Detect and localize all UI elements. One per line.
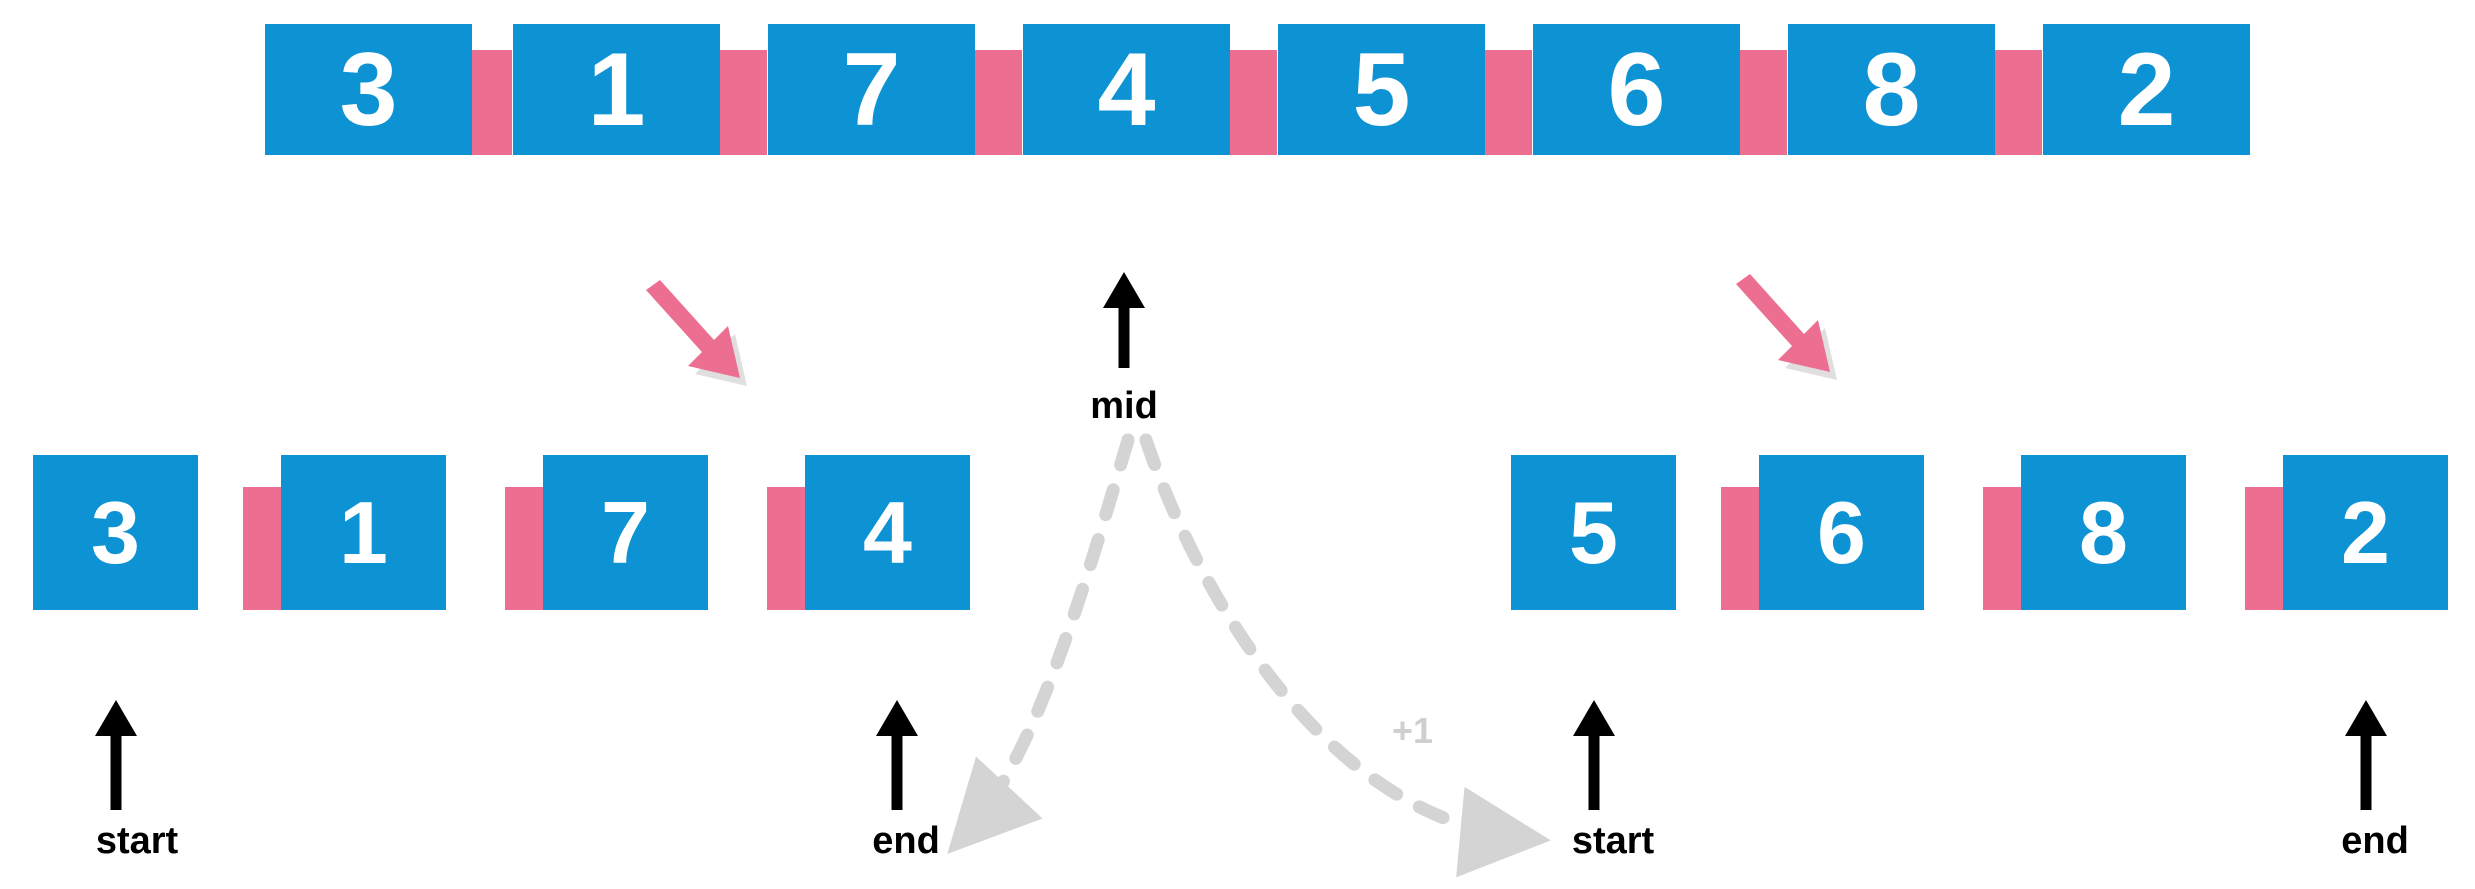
array-cell[interactable]: 8 xyxy=(1788,24,1995,155)
cell-separator xyxy=(1484,50,1532,155)
connector-mid-to-right-start xyxy=(1139,433,1551,878)
array-cell-value: 3 xyxy=(339,31,398,148)
cell-separator xyxy=(1721,487,1759,610)
array-cell-value: 1 xyxy=(339,482,388,582)
array-cell[interactable]: 7 xyxy=(768,24,975,155)
array-cell[interactable]: 3 xyxy=(265,24,472,155)
cell-separator xyxy=(1983,487,2021,610)
array-cell[interactable]: 4 xyxy=(805,455,970,610)
array-cell[interactable]: 4 xyxy=(1023,24,1230,155)
cell-separator xyxy=(2245,487,2283,610)
pointer-label-left-start: start xyxy=(95,820,179,862)
cell-separator xyxy=(767,487,805,610)
array-cell[interactable]: 8 xyxy=(2021,455,2186,610)
array-cell[interactable]: 6 xyxy=(1759,455,1924,610)
split-arrow-right-icon xyxy=(1730,274,1850,396)
cell-separator xyxy=(1994,50,2042,155)
arrow-shaft xyxy=(2360,724,2372,810)
array-cell[interactable]: 2 xyxy=(2043,24,2250,155)
split-arrow-left-icon xyxy=(640,280,760,402)
pointer-arrow-mid xyxy=(1103,272,1145,368)
array-cell-value: 4 xyxy=(863,482,912,582)
array-cell-value: 5 xyxy=(1569,482,1618,582)
array-cell-value: 8 xyxy=(1862,31,1921,148)
array-cell-value: 6 xyxy=(1607,31,1666,148)
arrow-shaft xyxy=(1118,296,1130,368)
cell-separator xyxy=(719,50,767,155)
cell-separator xyxy=(464,50,512,155)
arrow-shaft xyxy=(891,724,903,810)
array-cell-value: 6 xyxy=(1817,482,1866,582)
array-cell[interactable]: 2 xyxy=(2283,455,2448,610)
arrow-shaft xyxy=(1588,724,1600,810)
array-cell-value: 7 xyxy=(601,482,650,582)
cell-separator xyxy=(505,487,543,610)
pointer-arrow-left-end xyxy=(876,700,918,810)
array-cell[interactable]: 7 xyxy=(543,455,708,610)
array-cell[interactable]: 3 xyxy=(33,455,198,610)
array-cell-value: 1 xyxy=(587,31,646,148)
array-cell[interactable]: 5 xyxy=(1278,24,1485,155)
pointer-label-right-start: start xyxy=(1571,820,1655,862)
pointer-label-mid: mid xyxy=(1090,385,1158,427)
cell-separator xyxy=(1739,50,1787,155)
arrow-shaft xyxy=(110,724,122,810)
pointer-arrow-left-start xyxy=(95,700,137,810)
array-cell-value: 7 xyxy=(842,31,901,148)
offset-annotation-label: +1 xyxy=(1392,710,1434,751)
pointer-arrow-right-start xyxy=(1573,700,1615,810)
array-cell[interactable]: 6 xyxy=(1533,24,1740,155)
array-cell-value: 2 xyxy=(2117,31,2176,148)
array-cell[interactable]: 5 xyxy=(1511,455,1676,610)
array-cell[interactable]: 1 xyxy=(513,24,720,155)
array-cell-value: 8 xyxy=(2079,482,2128,582)
cell-separator xyxy=(974,50,1022,155)
pointer-label-left-end: end xyxy=(872,820,940,862)
cell-separator xyxy=(1229,50,1277,155)
cell-separator xyxy=(243,487,281,610)
connector-mid-to-left-end xyxy=(947,433,1135,855)
array-cell-value: 5 xyxy=(1352,31,1411,148)
array-cell[interactable]: 1 xyxy=(281,455,446,610)
pointer-label-right-end: end xyxy=(2341,820,2409,862)
array-cell-value: 2 xyxy=(2341,482,2390,582)
array-cell-value: 3 xyxy=(91,482,140,582)
pointer-arrow-right-end xyxy=(2345,700,2387,810)
array-cell-value: 4 xyxy=(1097,31,1156,148)
